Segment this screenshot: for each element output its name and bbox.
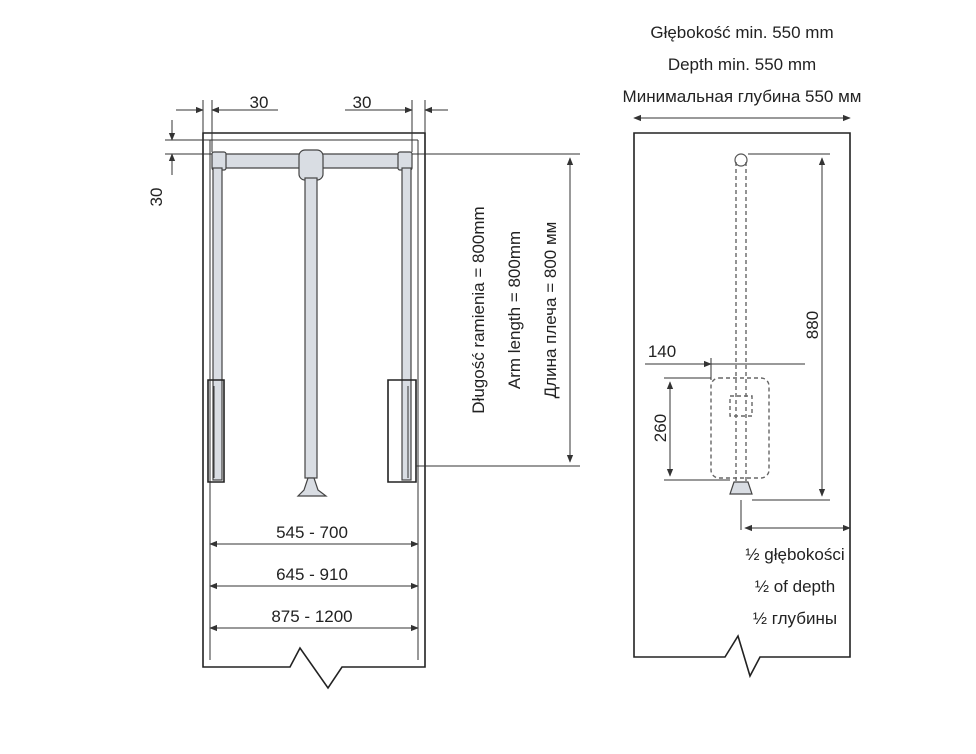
pull-handle <box>296 477 328 497</box>
half-depth-en: ½ of depth <box>755 577 835 596</box>
side-view: Głębokość min. 550 mm Depth min. 550 mm … <box>623 23 862 679</box>
dim-260: 260 <box>651 414 670 442</box>
wardrobe-lift <box>207 149 417 497</box>
left-bracket <box>207 379 225 483</box>
dim-side: 30 <box>147 188 166 207</box>
arm-length-ru: Длина плеча = 800 мм <box>541 222 560 399</box>
width-range-2: 645 - 910 <box>276 565 348 584</box>
cabinet-side-outline <box>633 132 851 679</box>
center-hub <box>298 149 324 181</box>
depth-en: Depth min. 550 mm <box>668 55 816 74</box>
cabinet-outline <box>202 132 426 690</box>
half-depth-ru: ½ глубины <box>753 609 837 628</box>
arm-length-pl: Długość ramienia = 800mm <box>469 206 488 413</box>
pull-rod <box>304 177 318 479</box>
depth-pl: Głębokość min. 550 mm <box>650 23 833 42</box>
dim-height: 880 <box>803 311 822 339</box>
side-lift <box>710 153 770 495</box>
left-arm <box>212 167 223 481</box>
width-range-3: 875 - 1200 <box>271 607 352 626</box>
front-view: 30 30 30 Długość ramienia = 800mm Arm le… <box>147 93 580 690</box>
dim-top-right: 30 <box>353 93 372 112</box>
half-depth-pl: ½ głębokości <box>745 545 844 564</box>
width-range-1: 545 - 700 <box>276 523 348 542</box>
dim-140: 140 <box>648 342 676 361</box>
right-bracket <box>387 379 417 483</box>
depth-ru: Минимальная глубина 550 мм <box>623 87 862 106</box>
dim-top-left: 30 <box>250 93 269 112</box>
right-arm <box>401 167 412 481</box>
arm-length-en: Arm length = 800mm <box>505 231 524 389</box>
